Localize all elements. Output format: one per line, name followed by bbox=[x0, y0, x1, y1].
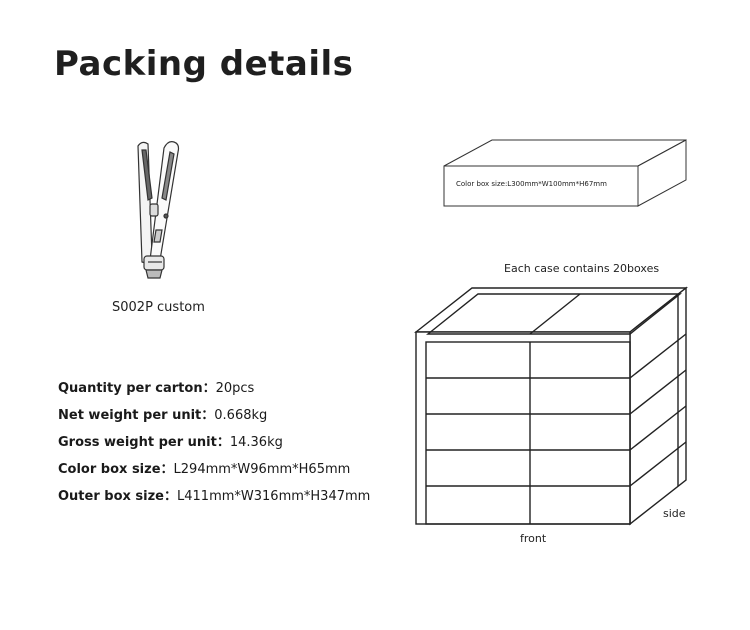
spec-label: Net weight per unit bbox=[58, 408, 202, 423]
spec-separator: ： bbox=[202, 381, 216, 396]
spec-row-color-box-size: Color box size：L294mm*W96mm*H65mm bbox=[58, 456, 370, 483]
spec-value: 14.36kg bbox=[229, 435, 283, 450]
hair-straightener-illustration bbox=[137, 141, 180, 279]
spec-label: Quantity per carton bbox=[58, 381, 203, 396]
color-box-size-label: Color box size:L300mm*W100mm*H67mm bbox=[456, 180, 607, 188]
spec-value: 20pcs bbox=[215, 381, 255, 396]
spec-separator: ： bbox=[201, 408, 215, 423]
spec-separator: ： bbox=[160, 462, 174, 477]
spec-value: L294mm*W96mm*H65mm bbox=[173, 462, 351, 477]
case-caption: Each case contains 20boxes bbox=[504, 262, 660, 275]
spec-separator: ： bbox=[216, 435, 230, 450]
spec-row-outer-box-size: Outer box size：L411mm*W316mm*H347mm bbox=[58, 483, 370, 510]
spec-value: 0.668kg bbox=[214, 408, 268, 423]
page-title: Packing details bbox=[54, 44, 354, 84]
carton-front-label: front bbox=[520, 532, 547, 545]
spec-separator: ： bbox=[164, 489, 178, 504]
spec-value: L411mm*W316mm*H347mm bbox=[177, 489, 371, 504]
spec-label: Color box size bbox=[58, 462, 161, 477]
color-box-illustration bbox=[443, 139, 687, 207]
spec-label: Outer box size bbox=[58, 489, 164, 504]
spec-row-quantity: Quantity per carton：20pcs bbox=[58, 375, 370, 402]
carton-illustration bbox=[413, 286, 689, 526]
spec-row-net-weight: Net weight per unit：0.668kg bbox=[58, 402, 370, 429]
spec-row-gross-weight: Gross weight per unit：14.36kg bbox=[58, 429, 370, 456]
spec-label: Gross weight per unit bbox=[58, 435, 217, 450]
product-caption: S002P custom bbox=[112, 300, 205, 315]
carton-side-label: side bbox=[663, 507, 686, 520]
spec-list: Quantity per carton：20pcs Net weight per… bbox=[58, 375, 370, 510]
